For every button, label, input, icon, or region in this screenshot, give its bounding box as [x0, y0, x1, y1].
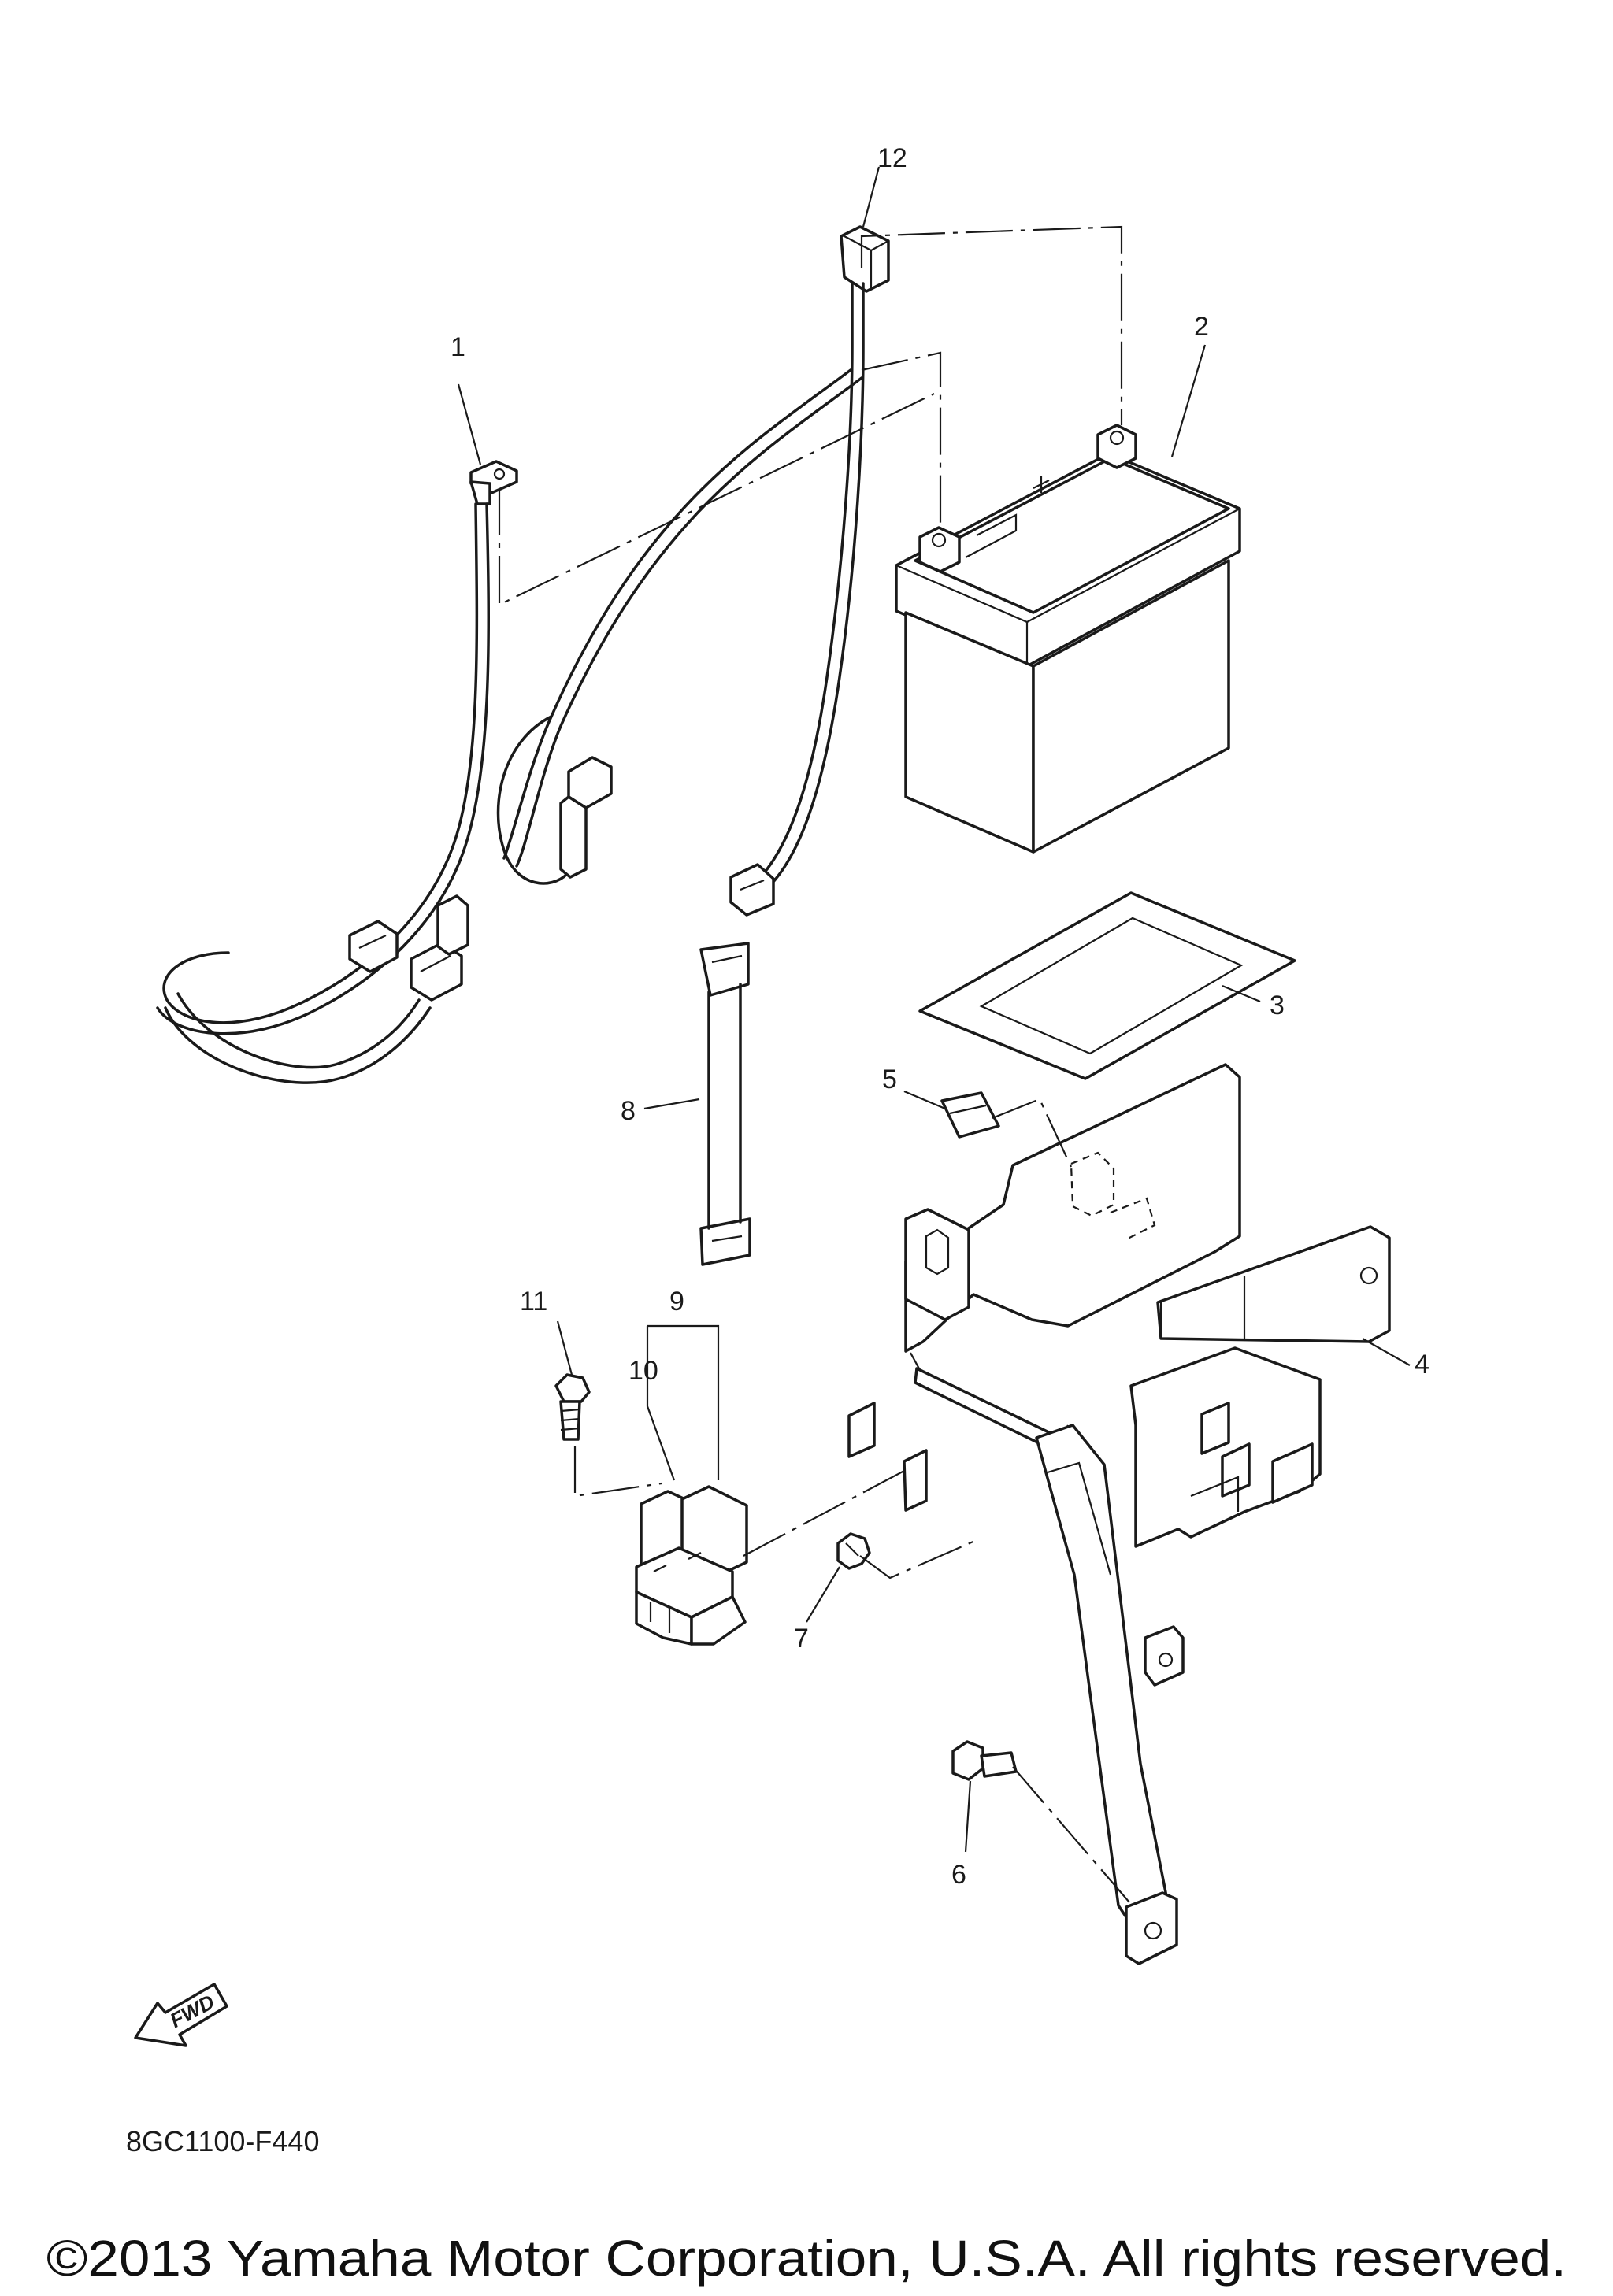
- part-9-starter-relay: [635, 1485, 748, 1646]
- callout-4: 4: [1415, 1350, 1429, 1379]
- callout-10: 10: [629, 1356, 658, 1386]
- part-2-battery: [895, 424, 1241, 854]
- part-1-elbow-connector: [496, 368, 863, 885]
- callout-6: 6: [951, 1860, 966, 1890]
- part-3-battery-pad: [918, 891, 1296, 1080]
- callout-8: 8: [621, 1096, 636, 1126]
- copyright-notice: ©2013 Yamaha Motor Corporation, U.S.A. A…: [46, 2230, 1567, 2287]
- callout-12: 12: [877, 143, 907, 173]
- part-8-battery-band: [699, 942, 751, 1266]
- callout-5: 5: [882, 1065, 897, 1094]
- part-7-nut: [836, 1532, 871, 1570]
- callout-9: 9: [669, 1287, 684, 1316]
- assembly-lines: [498, 225, 1130, 1903]
- part-11-bolt: [554, 1373, 591, 1441]
- leader-lines: [457, 166, 1411, 1853]
- callout-2: 2: [1194, 312, 1209, 342]
- part-6-bolt: [951, 1740, 1018, 1781]
- part-1-negative-lead: [156, 460, 518, 1084]
- diagram-code: 8GC1100-F440: [126, 2125, 319, 2157]
- callout-11: 11: [520, 1287, 547, 1316]
- callout-1: 1: [451, 332, 465, 362]
- part-5-clip: [940, 1091, 1000, 1139]
- part-4-battery-box: [847, 1063, 1391, 1965]
- fwd-arrow: FWD: [134, 1983, 228, 2047]
- callout-7: 7: [794, 1624, 809, 1653]
- part-12-battery-lead: [729, 225, 890, 917]
- callout-3: 3: [1270, 991, 1285, 1020]
